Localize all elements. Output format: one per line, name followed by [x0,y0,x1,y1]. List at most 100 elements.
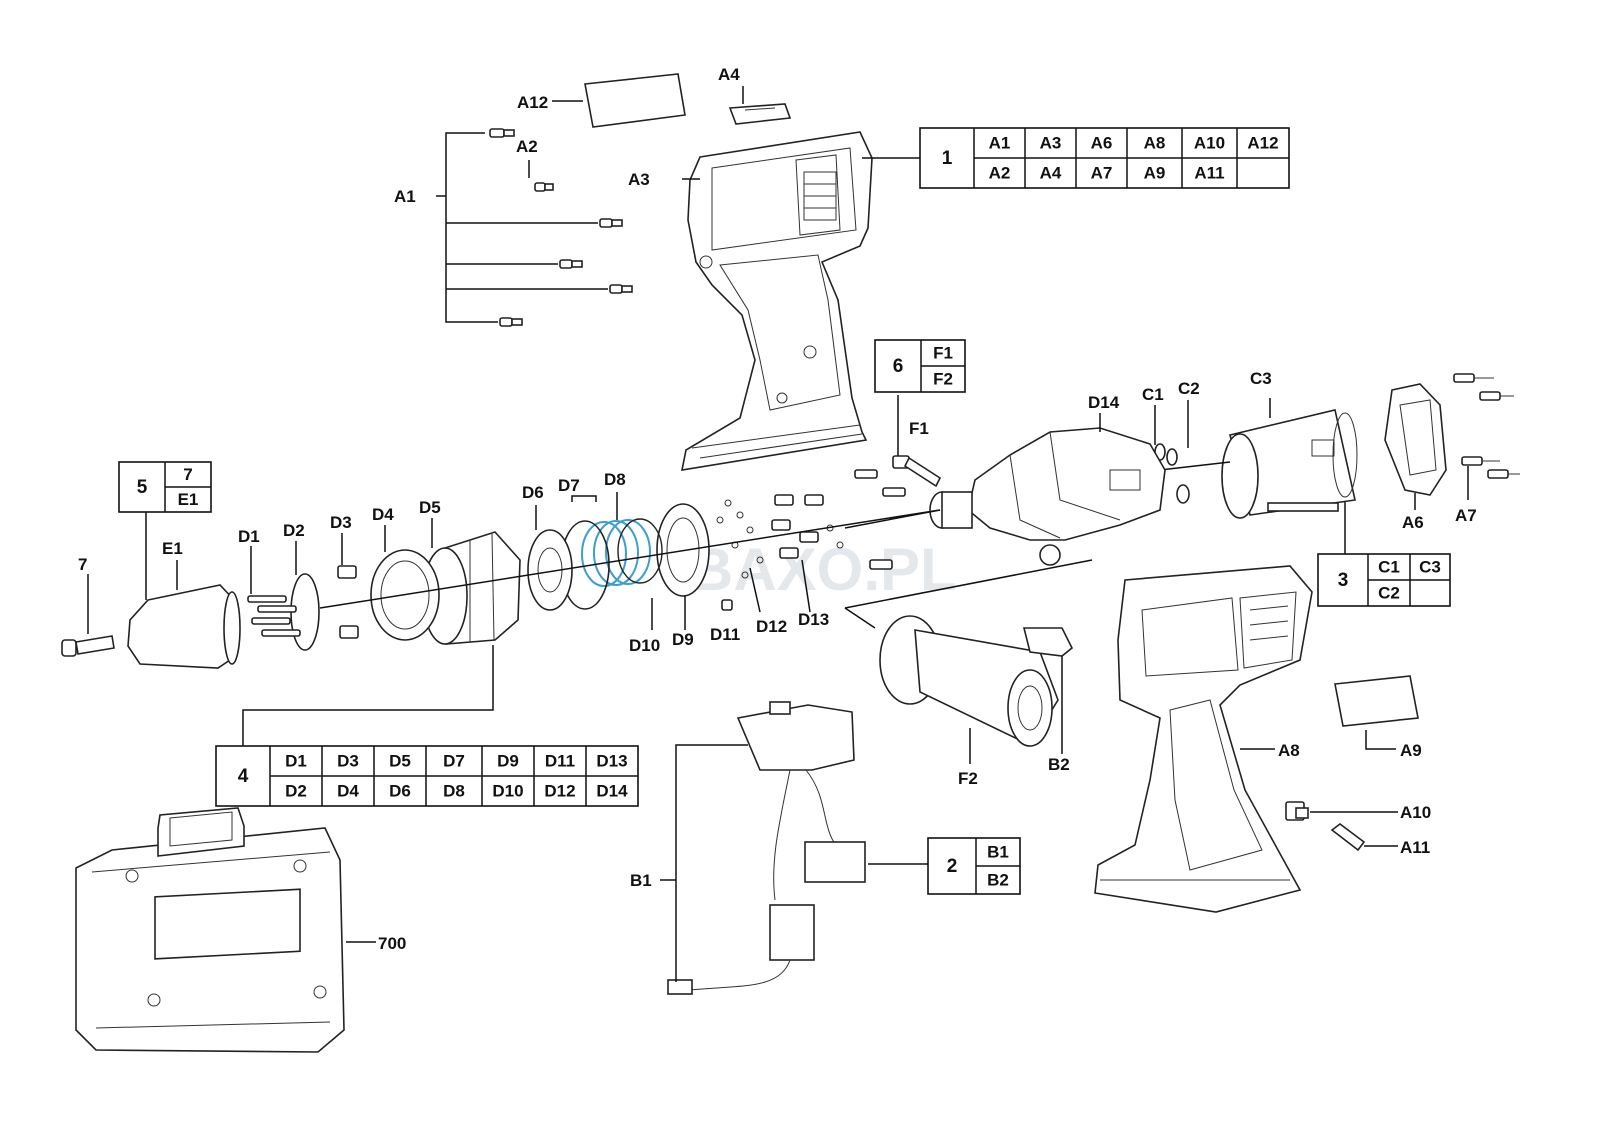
callout-d11: D11 [710,625,740,644]
callout-d14: D14 [1088,393,1120,412]
callout-a6: A6 [1402,513,1424,532]
callout-a8: A8 [1278,741,1300,760]
motor-c3 [1221,409,1358,519]
group-table-cell: D13 [596,751,627,770]
leader-d12 [749,567,761,613]
watermark-text: BAXO.PL [690,536,957,603]
axis-line-main [319,509,941,609]
callout-d5: D5 [419,498,441,517]
group-table-cell: A7 [1091,163,1113,182]
callout-d7: D7 [558,476,580,495]
group-table-frame [927,837,1021,895]
group-table-cell: D11 [545,751,575,770]
group-table-cell: C1 [1378,557,1400,576]
group-table-cell: A8 [1144,133,1166,152]
callout-f2: F2 [958,769,978,788]
group-table-cell: D8 [443,781,465,800]
group-table-5: 5 7E1 [118,461,212,513]
group-table-cell: D7 [443,751,465,770]
screws-a7 [1453,373,1520,479]
group-table-cell: A2 [989,163,1011,182]
leader-a9 [1365,730,1396,750]
group-table-cell: A12 [1247,133,1278,152]
group-table-cell: D12 [544,781,575,800]
housing-half-a8 [1094,565,1313,913]
callout-700: 700 [378,934,406,953]
group-number: 6 [893,356,904,377]
group-table-cell: A11 [1194,163,1224,182]
group-table-cell: A1 [989,133,1011,152]
group-number: 4 [238,766,249,787]
group-number: 3 [1338,570,1349,591]
screw-f1 [892,455,942,488]
callout-d3: D3 [330,513,352,532]
group-table-cell: D3 [337,751,359,770]
group-table-cell: A10 [1194,133,1225,152]
group-table-cell: D4 [337,781,359,800]
group-table-cell: D9 [497,751,519,770]
leader-d13-f2 [844,607,876,629]
group-table-cell: C3 [1419,557,1441,576]
group-table-cell: A3 [1040,133,1062,152]
callout-a11: A11 [1400,838,1430,857]
switch-cover-a4 [728,103,792,125]
part-a11 [1330,823,1366,852]
group-table-cell: A9 [1144,163,1166,182]
parts-d3 [337,565,359,639]
callout-d4: D4 [372,505,394,524]
group-table-cell: C2 [1378,583,1400,602]
callout-d8: D8 [604,470,626,489]
callout-c3: C3 [1250,369,1272,388]
group-table-cell: E1 [178,490,199,509]
group-table-cell: 7 [183,465,192,484]
callout-a12: A12 [517,93,548,112]
group-table-cell: A6 [1091,133,1113,152]
housing-half-a3 [680,131,873,471]
group-table-cell: B2 [987,870,1009,889]
callout-d1: D1 [238,527,260,546]
gear-d6 [527,529,573,611]
group-table-cell: B1 [987,842,1009,861]
callout-d2: D2 [283,521,305,540]
group-table-cell: D6 [389,781,411,800]
group-table-cell: F1 [933,343,953,362]
callout-d10: D10 [629,636,660,655]
leader-group4 [242,645,494,746]
pins-d12-d13 [716,469,906,579]
callout-a9: A9 [1400,741,1422,760]
group-tables: 1A1A2A3A4A6A7A8A9A10A11A122B1B23C1C2C34D… [118,127,1451,895]
leader-d13 [801,559,811,613]
callout-a10: A10 [1400,803,1431,822]
side-handle-f2 [879,615,1059,747]
leader-d7 [571,495,597,502]
group-table-cell: D10 [492,781,523,800]
callout-b2: B2 [1048,755,1070,774]
callout-a1: A1 [394,187,416,206]
callout-c1: C1 [1142,385,1164,404]
group-number: 5 [137,477,148,498]
screws-a1 [489,128,633,327]
label-plate-a12 [584,73,686,128]
end-cap-a6 [1384,383,1447,496]
callout-c2: C2 [1178,379,1200,398]
leader-f2-up [844,559,1093,609]
callout-a3: A3 [628,170,650,189]
axis-line-motor [1159,461,1231,471]
label-plate-a9 [1334,675,1419,727]
gearbox-d14 [929,427,1166,566]
spring-d8 [581,518,663,587]
part-d11 [721,599,733,611]
callout-b1: B1 [630,871,652,890]
group-table-cell: D5 [389,751,411,770]
group-table-cell: F2 [933,369,953,388]
callout-7: 7 [78,555,87,574]
leader-lines-a1 [436,132,608,323]
group-table-cell: D14 [596,781,628,800]
group-number: 1 [942,148,953,169]
leader-b1 [675,744,748,982]
